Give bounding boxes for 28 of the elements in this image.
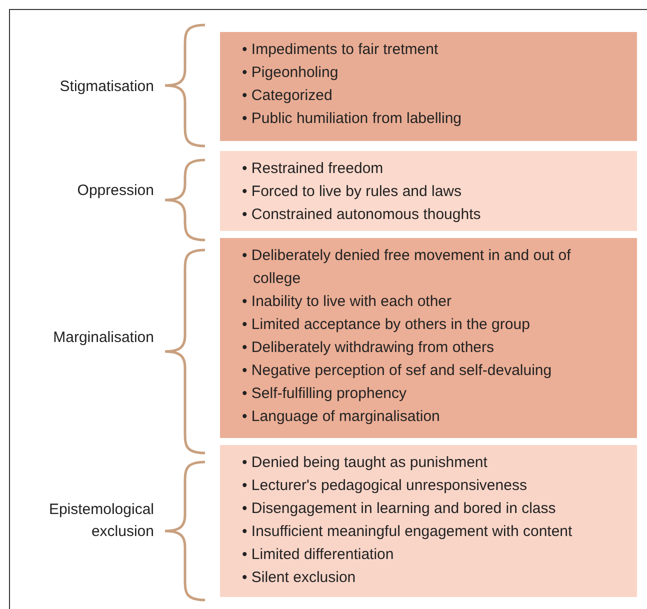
bullet-item: • Language of marginalisation (242, 407, 441, 427)
bullet-item: • Lecturer's pedagogical unresponsiveness (242, 476, 528, 496)
bullet-item: • Self-fulfilling prophency (242, 384, 408, 404)
content-box (220, 445, 637, 597)
bullet-item: • Limited differentiation (242, 545, 395, 565)
bullet-item: • Negative perception of sef and self-devaluing (242, 361, 553, 381)
content-box (220, 238, 637, 438)
content-box (220, 32, 637, 141)
category-label: Stigmatisation (60, 76, 154, 96)
bullet-item: • Constrained autonomous thoughts (242, 205, 482, 225)
category-label: Marginalisation (53, 328, 154, 348)
bullet-item: • Insufficient meaningful engagement with content (242, 522, 574, 542)
bullet-item: • Inability to live with each other (242, 292, 453, 312)
bullet-item: • Categorized (242, 86, 334, 106)
content-box (220, 151, 637, 231)
bullet-item: • Pigeonholing (242, 63, 340, 83)
bullet-item: • Deliberately withdrawing from others (242, 338, 496, 358)
bullet-item: • Impediments to fair tretment (242, 40, 440, 60)
category-label: Epistemological exclusion (48, 500, 154, 542)
bullet-item: • Disengagement in learning and bored in class (242, 499, 557, 519)
bullet-item: • Silent exclusion (242, 568, 357, 588)
bullet-item: • Public humiliation from labelling (242, 109, 463, 129)
bullet-item: • Forced to live by rules and laws (242, 182, 463, 202)
bullet-item: • Denied being taught as punishment (242, 453, 488, 473)
bullet-item: • Deliberately denied free movement in and out of college (242, 246, 572, 289)
bullet-item: • Restrained freedom (242, 159, 384, 179)
category-label: Oppression (77, 181, 154, 201)
bullet-item: • Limited acceptance by others in the group (242, 315, 531, 335)
